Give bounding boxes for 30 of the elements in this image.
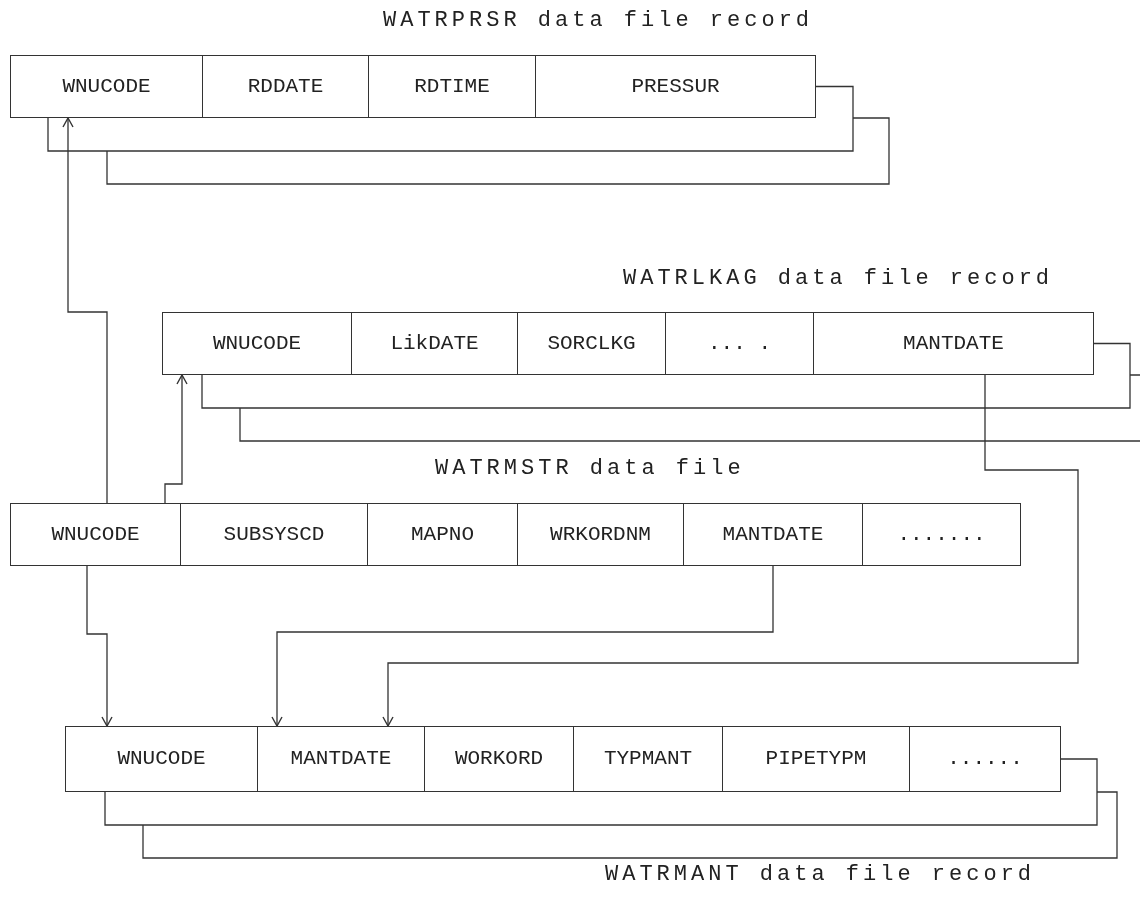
record-title: WATRPRSR data file record [383, 7, 814, 35]
field-cell: RDTIME [368, 55, 536, 118]
field-cell: WNUCODE [10, 503, 181, 566]
field-cell: SORCLKG [517, 312, 666, 375]
field-cell: ....... [862, 503, 1021, 566]
connector-arrow [164, 374, 188, 504]
connector-arrow [62, 117, 108, 504]
field-cell: SUBSYSCD [180, 503, 368, 566]
field-cell: ...... [909, 726, 1061, 792]
field-cell: PRESSUR [535, 55, 816, 118]
field-cell: LikDATE [351, 312, 518, 375]
field-cell: MANTDATE [683, 503, 863, 566]
field-cell: WORKORD [424, 726, 574, 792]
field-cell: WNUCODE [10, 55, 203, 118]
field-cell: RDDATE [202, 55, 369, 118]
field-cell: PIPETYPM [722, 726, 910, 792]
connector-arrow [382, 374, 1079, 727]
record-title: WATRMSTR data file [435, 455, 745, 483]
field-cell: MAPNO [367, 503, 518, 566]
field-cell: MANTDATE [257, 726, 425, 792]
record-title: WATRMANT data file record [605, 861, 1036, 889]
field-cell: WNUCODE [162, 312, 352, 375]
connector-arrow [271, 565, 774, 727]
field-cell: ... . [665, 312, 814, 375]
connector-arrow [86, 565, 113, 727]
field-cell: WRKORDNM [517, 503, 684, 566]
field-cell: WNUCODE [65, 726, 258, 792]
field-cell: TYPMANT [573, 726, 723, 792]
field-cell: MANTDATE [813, 312, 1094, 375]
record-title: WATRLKAG data file record [623, 265, 1054, 293]
